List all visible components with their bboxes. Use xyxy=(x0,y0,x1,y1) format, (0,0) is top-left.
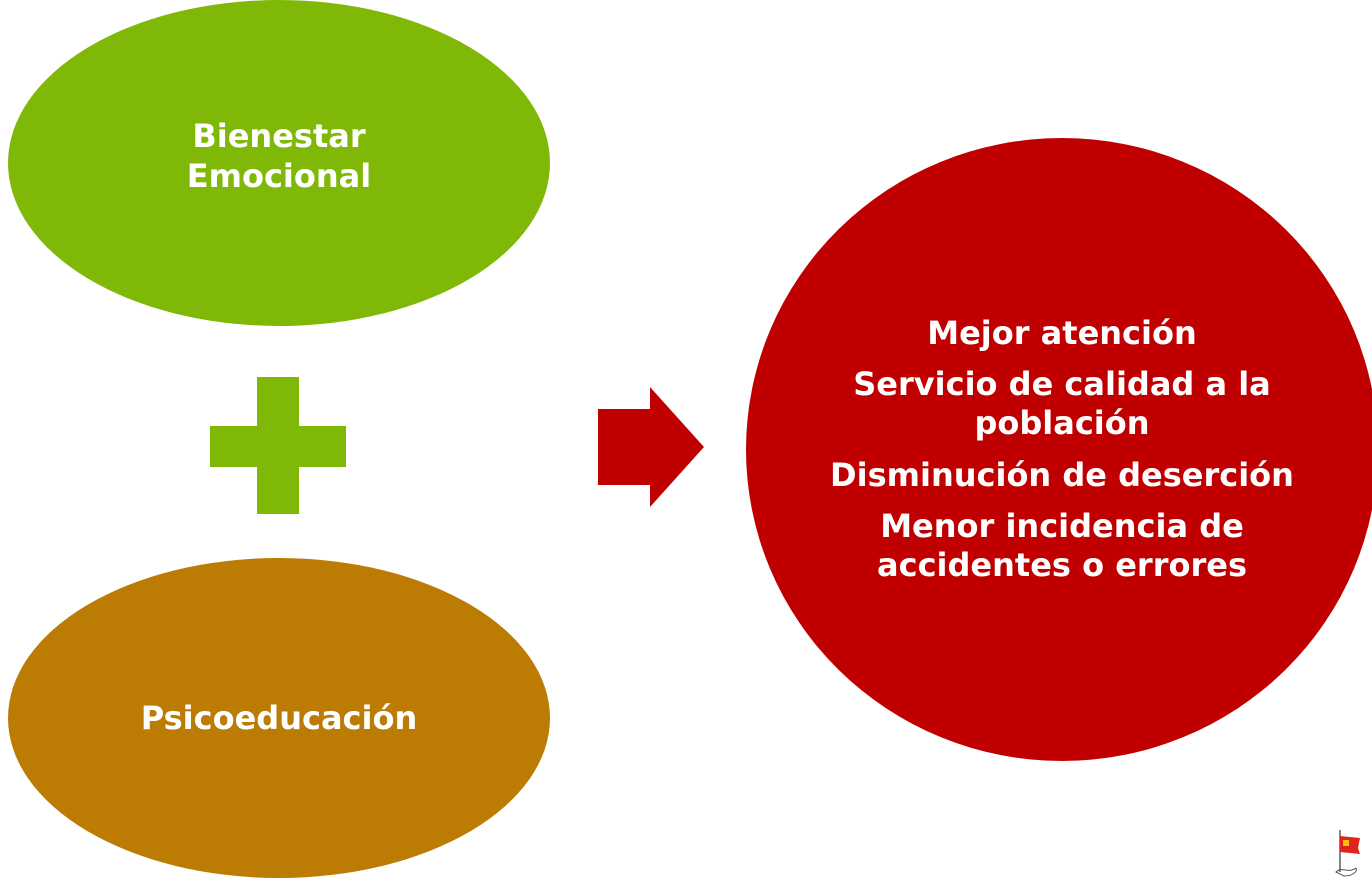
result-circle: Mejor atención Servicio de calidad a la … xyxy=(746,138,1372,761)
result-item-disminucion-desercion: Disminución de deserción xyxy=(830,455,1294,494)
result-item-menor-incidencia: Menor incidencia de accidentes o errores xyxy=(877,506,1247,584)
bienestar-emocional-ellipse: Bienestar Emocional xyxy=(8,0,550,326)
plus-horizontal-bar xyxy=(210,426,346,467)
arrow-right-icon xyxy=(598,387,704,507)
bienestar-emocional-label: Bienestar Emocional xyxy=(186,117,372,195)
psicoeducacion-ellipse: Psicoeducación xyxy=(8,558,550,878)
result-item-mejor-atencion: Mejor atención xyxy=(927,314,1197,353)
result-item-servicio-calidad: Servicio de calidad a la población xyxy=(853,365,1271,443)
psicoeducacion-label: Psicoeducación xyxy=(140,699,418,737)
flag-logo-icon xyxy=(1335,830,1360,877)
